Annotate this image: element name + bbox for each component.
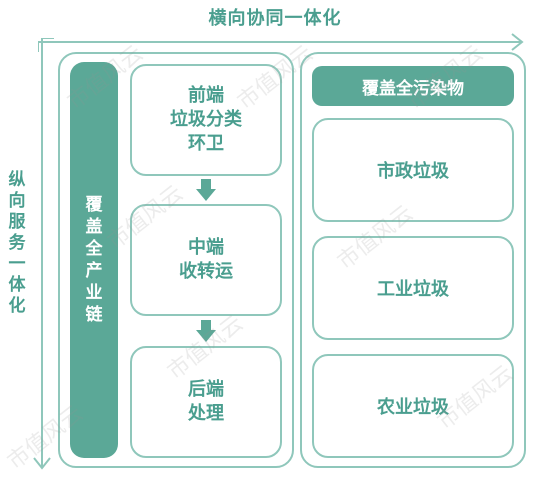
stage-mid-end: 中端 收转运	[130, 204, 282, 316]
full-chain-label: 覆盖全产业链	[85, 195, 103, 325]
down-arrow-icon	[196, 179, 216, 201]
down-arrow-icon	[196, 320, 216, 342]
pollutant-header-label: 覆盖全污染物	[362, 78, 464, 99]
vertical-axis-label: 纵向服务一体化	[8, 170, 26, 316]
category-industrial-waste: 工业垃圾	[312, 236, 514, 340]
stage-back-end: 后端 处理	[130, 346, 282, 458]
category-label: 市政垃圾	[377, 161, 449, 182]
stage-front-end: 前端 垃圾分类 环卫	[130, 64, 282, 176]
category-label: 农业垃圾	[377, 397, 449, 418]
stage-back-end-label: 后端 处理	[188, 379, 224, 424]
category-agricultural-waste: 农业垃圾	[312, 354, 514, 458]
pollutant-header: 覆盖全污染物	[312, 66, 514, 106]
horizontal-arrow	[38, 33, 524, 52]
category-label: 工业垃圾	[377, 279, 449, 300]
full-chain-bar: 覆盖全产业链	[70, 62, 118, 458]
category-municipal-waste: 市政垃圾	[312, 118, 514, 222]
horizontal-axis-label: 横向协同一体化	[208, 8, 342, 29]
vertical-arrow	[33, 38, 54, 470]
stage-front-end-label: 前端 垃圾分类 环卫	[170, 85, 242, 154]
stage-mid-end-label: 中端 收转运	[179, 237, 233, 282]
